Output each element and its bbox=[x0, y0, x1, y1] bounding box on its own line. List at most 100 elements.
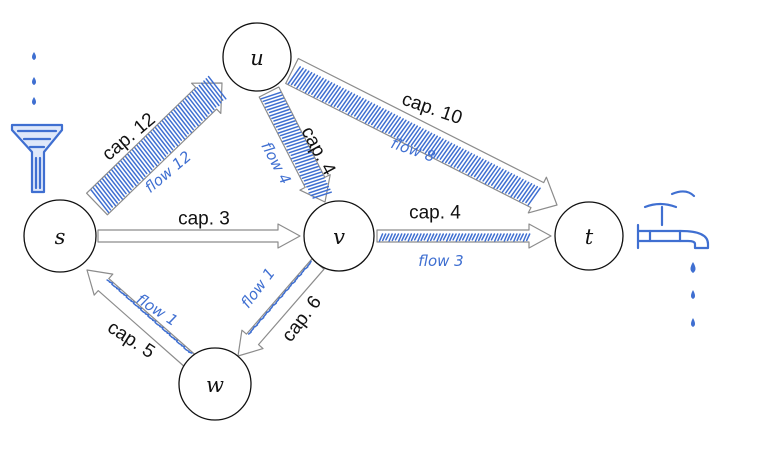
edge-v-w-arrow bbox=[237, 258, 325, 357]
flow-hatch-stroke bbox=[108, 171, 127, 195]
flow-hatch-stroke bbox=[292, 154, 314, 162]
flow-hatch-stroke bbox=[124, 155, 144, 180]
flow-hatch-stroke bbox=[404, 233, 409, 241]
flow-hatch-stroke bbox=[111, 283, 115, 287]
flow-hatch-stroke bbox=[376, 110, 390, 129]
flow-hatch-stroke bbox=[122, 158, 141, 182]
flow-hatch-stroke bbox=[481, 233, 486, 241]
flow-hatch-stroke bbox=[281, 131, 302, 139]
flow-hatch-stroke bbox=[287, 66, 301, 85]
flow-hatch-stroke bbox=[175, 107, 194, 131]
flow-hatch-stroke bbox=[159, 325, 164, 329]
flow-hatch-stroke bbox=[260, 91, 282, 100]
flow-hatch-stroke bbox=[445, 233, 451, 242]
edge-v-w-outline bbox=[237, 258, 325, 357]
flow-hatch-stroke bbox=[441, 144, 456, 163]
flow-hatch-stroke bbox=[388, 233, 393, 242]
flow-hatch-stroke bbox=[262, 94, 283, 103]
flow-hatch-stroke bbox=[452, 233, 457, 241]
flow-hatch-stroke bbox=[154, 321, 159, 326]
flow-hatch-stroke bbox=[426, 233, 432, 242]
flow-hatch-stroke bbox=[183, 347, 187, 351]
flow-hatch-stroke bbox=[449, 233, 454, 242]
flow-hatch-stroke bbox=[130, 300, 135, 304]
flow-hatch-stroke bbox=[99, 180, 119, 204]
flow-hatch-stroke bbox=[279, 295, 284, 299]
flow-hatch-stroke bbox=[281, 292, 285, 297]
flow-hatch-stroke bbox=[168, 334, 173, 338]
flow-hatch-stroke bbox=[370, 108, 384, 126]
flow-hatch-stroke bbox=[106, 173, 125, 198]
flow-hatch-stroke bbox=[476, 161, 490, 180]
flow-hatch-stroke bbox=[353, 99, 367, 117]
flow-hatch-stroke bbox=[419, 132, 433, 151]
flow-hatch-stroke bbox=[144, 313, 150, 316]
flow-hatch-stroke bbox=[391, 233, 397, 242]
edge-u-t-flow-fill bbox=[287, 66, 541, 206]
flow-hatch-stroke bbox=[131, 149, 151, 174]
flow-hatch-stroke bbox=[298, 273, 303, 277]
flow-hatch-stroke bbox=[127, 153, 146, 178]
flow-hatch-stroke bbox=[513, 233, 518, 242]
flow-hatch-stroke bbox=[439, 142, 453, 160]
flow-hatch-stroke bbox=[189, 93, 208, 117]
flow-hatch-stroke bbox=[436, 233, 441, 242]
flow-hatch-stroke bbox=[311, 77, 324, 95]
node-u: u bbox=[222, 22, 292, 92]
flow-hatch-stroke bbox=[462, 154, 476, 173]
edge-u-v-flow-fill bbox=[260, 91, 332, 199]
flow-hatch-stroke bbox=[284, 137, 305, 145]
flow-hatch-stroke bbox=[299, 168, 321, 177]
edge-v-t-flow-fill bbox=[378, 233, 531, 242]
flow-hatch-stroke bbox=[413, 129, 427, 147]
flow-hatch-stroke bbox=[336, 90, 350, 108]
edge-w-s-arrow bbox=[86, 269, 195, 367]
edge-u-t-arrow bbox=[285, 57, 558, 214]
water-drop-icon bbox=[690, 262, 696, 273]
flow-hatch-stroke bbox=[381, 113, 396, 133]
flow-hatch-stroke bbox=[458, 233, 464, 242]
flow-hatch-stroke bbox=[467, 157, 481, 176]
node-v-label: v bbox=[333, 225, 345, 249]
flow-hatch-stroke bbox=[390, 118, 404, 137]
flow-hatch-stroke bbox=[143, 138, 162, 162]
flow-hatch-stroke bbox=[299, 165, 319, 174]
flow-hatch-stroke bbox=[273, 302, 278, 306]
flow-hatch-stroke bbox=[157, 124, 176, 148]
flow-hatch-stroke bbox=[129, 151, 148, 175]
flow-hatch-stroke bbox=[125, 296, 130, 300]
flow-hatch-stroke bbox=[304, 74, 319, 94]
flow-hatch-stroke bbox=[458, 152, 473, 172]
flow-hatch-stroke bbox=[313, 79, 327, 98]
flow-hatch-stroke bbox=[316, 80, 330, 99]
flow-hatch-stroke bbox=[275, 299, 279, 304]
flow-hatch-stroke bbox=[275, 120, 296, 128]
flow-hatch-stroke bbox=[286, 142, 308, 151]
flow-hatch-stroke bbox=[300, 270, 304, 275]
flow-hatch-stroke bbox=[379, 112, 393, 130]
flow-hatch-stroke bbox=[479, 162, 493, 181]
flow-hatch-stroke bbox=[286, 140, 306, 148]
flow-hatch-stroke bbox=[470, 158, 484, 177]
flow-hatch-stroke bbox=[473, 159, 487, 178]
flow-hatch-stroke bbox=[508, 177, 521, 195]
flow-hatch-stroke bbox=[328, 86, 341, 104]
flow-hatch-stroke bbox=[444, 145, 459, 164]
flow-hatch-stroke bbox=[203, 80, 222, 104]
flow-hatch-stroke bbox=[307, 182, 328, 191]
node-w-label: w bbox=[206, 373, 224, 397]
flow-hatch-stroke bbox=[175, 340, 180, 345]
water-drop-icon bbox=[691, 290, 695, 299]
flow-hatch-stroke bbox=[141, 140, 160, 164]
flow-hatch-stroke bbox=[147, 315, 151, 319]
flow-hatch-stroke bbox=[293, 69, 307, 87]
flow-hatch-stroke bbox=[436, 141, 450, 160]
flow-hatch-stroke bbox=[525, 185, 539, 204]
flow-hatch-stroke bbox=[422, 133, 436, 152]
flow-hatch-stroke bbox=[296, 70, 310, 89]
flow-hatch-stroke bbox=[410, 128, 424, 147]
node-s-label: s bbox=[55, 225, 66, 249]
flow-hatch-stroke bbox=[151, 319, 157, 323]
flow-hatch-stroke bbox=[196, 86, 215, 111]
edge-s-v-outline bbox=[97, 223, 301, 249]
